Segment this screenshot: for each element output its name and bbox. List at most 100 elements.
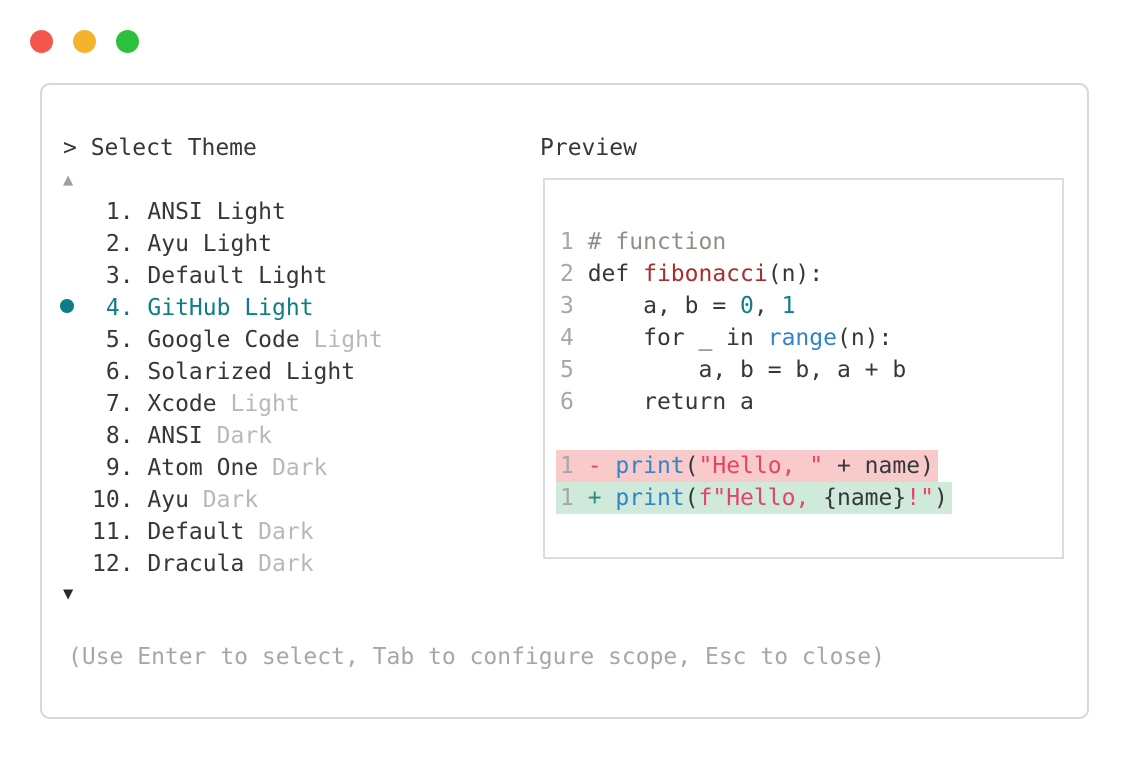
code-builtin: print — [615, 453, 685, 479]
item-name: Default Light — [147, 263, 328, 289]
item-number: 7. — [92, 391, 148, 417]
theme-list-item-google-code-light[interactable]: 5. Google Code Light — [42, 324, 542, 356]
item-number: 2. — [92, 231, 148, 257]
line-number: 2 — [560, 261, 588, 287]
item-number: 3. — [92, 263, 148, 289]
theme-picker-palette: > Select Theme ▲ 1. ANSI Light 2. Ayu Li… — [40, 83, 1089, 719]
item-suffix: Dark — [258, 551, 314, 577]
code-text: (n): — [836, 325, 893, 351]
code-text: + name) — [823, 453, 934, 479]
code-text: a, b = b, a + b — [587, 357, 907, 383]
item-name: GitHub Light — [147, 295, 314, 321]
theme-list-item-atom-one-dark[interactable]: 9. Atom One Dark — [42, 452, 542, 484]
select-theme-prompt: > Select Theme — [63, 135, 257, 161]
item-number: 5. — [92, 327, 148, 353]
diff-added-highlight: 1 + print(f"Hello, {name}!") — [556, 482, 952, 514]
zoom-button[interactable] — [116, 30, 139, 53]
theme-list-item-default-dark[interactable]: 11. Default Dark — [42, 516, 542, 548]
code-builtin: range — [767, 325, 837, 351]
line-number: 1 — [560, 485, 588, 511]
item-name: Default — [147, 519, 259, 545]
code-line: 5 a, b = b, a + b — [560, 354, 1062, 386]
code-text: ( — [684, 485, 699, 511]
diff-removed-line: 1 - print("Hello, " + name) — [556, 450, 1062, 482]
preview-pane: 1 # function 2 def fibonacci(n): 3 a, b … — [543, 178, 1064, 559]
item-number: 8. — [92, 423, 148, 449]
scroll-down-icon[interactable]: ▼ — [63, 584, 74, 604]
theme-list-item-xcode-light[interactable]: 7. Xcode Light — [42, 388, 542, 420]
item-name: Google Code — [147, 327, 314, 353]
theme-list-item-ansi-light[interactable]: 1. ANSI Light — [42, 196, 542, 228]
code-string: "Hello, " — [698, 453, 824, 479]
code-line: 3 a, b = 0, 1 — [560, 290, 1062, 322]
line-number: 6 — [560, 389, 588, 415]
code-line: 4 for _ in range(n): — [560, 322, 1062, 354]
theme-list-item-ayu-light[interactable]: 2. Ayu Light — [42, 228, 542, 260]
item-suffix: Light — [230, 391, 300, 417]
theme-list-item-default-light[interactable]: 3. Default Light — [42, 260, 542, 292]
code-function-name: fibonacci — [643, 261, 768, 287]
line-number: 4 — [560, 325, 588, 351]
diff-added-line: 1 + print(f"Hello, {name}!") — [556, 482, 1062, 514]
diff-plus-sign: + — [587, 485, 616, 511]
code-text: return a — [587, 389, 754, 415]
code-text: , — [753, 293, 782, 319]
theme-list-item-dracula-dark[interactable]: 12. Dracula Dark — [42, 548, 542, 580]
code-text: for _ in — [587, 325, 768, 351]
item-suffix: Light — [313, 327, 383, 353]
code-text: a, b = — [587, 293, 741, 319]
theme-list: 1. ANSI Light 2. Ayu Light 3. Default Li… — [42, 196, 542, 580]
item-name: Ayu — [147, 487, 203, 513]
code-string: f"Hello, — [698, 485, 824, 511]
code-builtin: print — [615, 485, 685, 511]
code-text: ) — [933, 485, 948, 511]
minimize-button[interactable] — [73, 30, 96, 53]
item-number: 12. — [92, 551, 148, 577]
code-blank-line — [560, 418, 1062, 450]
item-number: 10. — [92, 487, 148, 513]
item-number: 4. — [92, 295, 148, 321]
code-comment: # function — [587, 229, 727, 255]
item-name: ANSI — [147, 423, 217, 449]
item-name: Atom One — [147, 455, 273, 481]
diff-minus-sign: - — [587, 453, 616, 479]
close-button[interactable] — [30, 30, 53, 53]
theme-list-item-github-light-selected[interactable]: 4. GitHub Light — [42, 292, 542, 324]
item-name: Ayu Light — [147, 231, 273, 257]
line-number: 1 — [560, 453, 588, 479]
item-suffix: Dark — [272, 455, 328, 481]
item-number: 1. — [92, 199, 148, 225]
code-string: !" — [906, 485, 934, 511]
scroll-up-icon[interactable]: ▲ — [63, 170, 74, 190]
help-text: (Use Enter to select, Tab to configure s… — [68, 644, 885, 670]
window-controls — [30, 30, 139, 53]
code-line: 1 # function — [560, 226, 1062, 258]
item-number: 9. — [92, 455, 148, 481]
code-text: {name} — [823, 485, 907, 511]
code-preview: 1 # function 2 def fibonacci(n): 3 a, b … — [545, 180, 1062, 514]
item-suffix: Dark — [258, 519, 314, 545]
code-number-literal: 1 — [781, 293, 796, 319]
item-suffix: Dark — [216, 423, 273, 449]
theme-list-item-ansi-dark[interactable]: 8. ANSI Dark — [42, 420, 542, 452]
code-number-literal: 0 — [740, 293, 754, 319]
preview-title: Preview — [540, 135, 637, 161]
code-text: ( — [684, 453, 699, 479]
item-number: 11. — [92, 519, 148, 545]
code-line: 6 return a — [560, 386, 1062, 418]
item-number: 6. — [92, 359, 148, 385]
diff-removed-highlight: 1 - print("Hello, " + name) — [556, 450, 938, 482]
item-suffix: Dark — [202, 487, 259, 513]
selected-indicator-dot — [60, 299, 74, 313]
item-name: Dracula — [147, 551, 259, 577]
item-name: Xcode — [147, 391, 231, 417]
line-number: 1 — [560, 229, 588, 255]
item-name: ANSI Light — [147, 199, 286, 225]
theme-list-item-ayu-dark[interactable]: 10. Ayu Dark — [42, 484, 542, 516]
theme-list-item-solarized-light[interactable]: 6. Solarized Light — [42, 356, 542, 388]
code-keyword: def — [587, 261, 644, 287]
selection-indicator-slot — [60, 292, 92, 324]
item-name: Solarized Light — [147, 359, 356, 385]
code-text: (n): — [767, 261, 824, 287]
code-line: 2 def fibonacci(n): — [560, 258, 1062, 290]
